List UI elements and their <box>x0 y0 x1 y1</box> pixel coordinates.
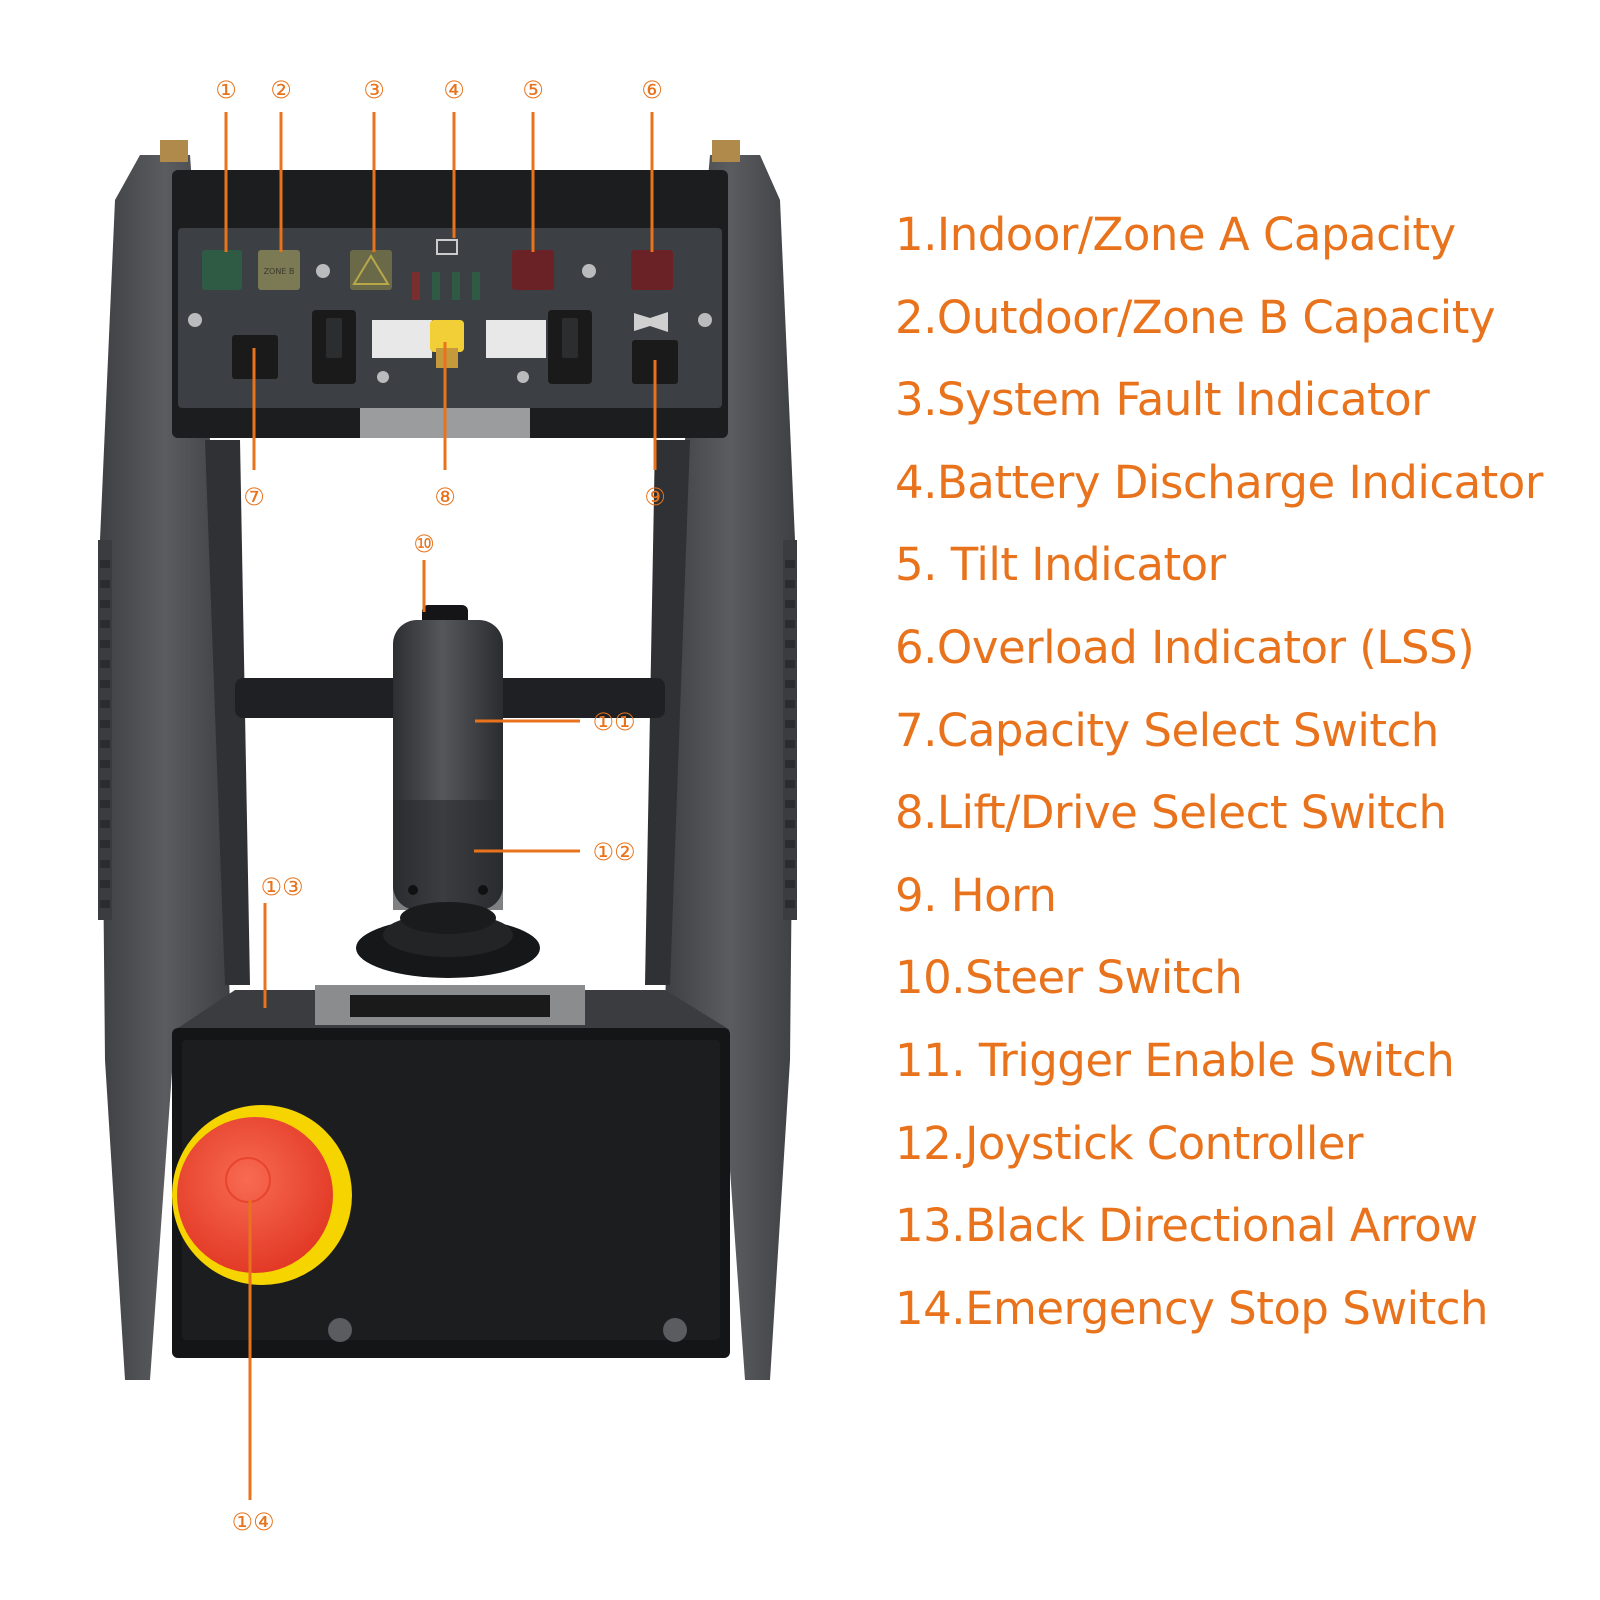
control-box-illustration: ZONE B <box>98 76 797 1536</box>
legend-item-5: 5. Tilt Indicator <box>895 538 1226 592</box>
indoor-zone-a-light <box>202 250 242 290</box>
callout-5: ⑤ <box>522 76 544 104</box>
legend-item-3: 3.System Fault Indicator <box>895 373 1430 427</box>
callout-6: ⑥ <box>641 76 663 104</box>
right-guard <box>665 140 797 1380</box>
control-panel: ZONE B <box>172 170 728 438</box>
callout-2: ② <box>270 76 292 104</box>
callout-12: ①② <box>592 838 635 866</box>
overload-light <box>631 250 673 290</box>
legend-item-1: 1.Indoor/Zone A Capacity <box>895 208 1456 261</box>
system-fault-light <box>350 250 392 290</box>
legend-item-6: 6.Overload Indicator (LSS) <box>895 620 1475 674</box>
legend-item-2: 2.Outdoor/Zone B Capacity <box>895 290 1496 344</box>
callout-4: ④ <box>443 76 465 104</box>
horn-icon <box>634 312 668 332</box>
callout-13: ①③ <box>260 873 303 901</box>
callout-9: ⑨ <box>644 483 666 511</box>
callout-11: ①① <box>592 708 635 736</box>
battery-discharge-indicator <box>412 239 480 300</box>
legend-item-9: 9. Horn <box>895 868 1057 922</box>
callout-8: ⑧ <box>434 483 456 511</box>
callout-14: ①④ <box>231 1508 274 1536</box>
legend-item-10: 10.Steer Switch <box>895 951 1243 1005</box>
left-inner-frame <box>205 440 250 985</box>
legend-item-8: 8.Lift/Drive Select Switch <box>895 786 1447 840</box>
callout-1: ① <box>215 76 237 104</box>
left-guard <box>98 140 230 1380</box>
legend-item-14: 14.Emergency Stop Switch <box>895 1281 1489 1335</box>
legend-list: 1.Indoor/Zone A Capacity 2.Outdoor/Zone … <box>895 207 1543 1363</box>
legend-item-11: 11. Trigger Enable Switch <box>895 1033 1455 1087</box>
callout-lines <box>224 112 657 1500</box>
callout-3: ③ <box>363 76 385 104</box>
outdoor-zone-b-light: ZONE B <box>258 250 300 290</box>
legend-item-12: 12.Joystick Controller <box>895 1116 1364 1170</box>
emergency-stop-switch[interactable] <box>172 1105 352 1285</box>
legend-item-7: 7.Capacity Select Switch <box>895 703 1439 757</box>
tilt-light <box>512 250 554 290</box>
callout-7: ⑦ <box>243 483 265 511</box>
lift-drive-select-switch[interactable] <box>312 310 592 384</box>
legend-item-13: 13.Black Directional Arrow <box>895 1199 1478 1253</box>
svg-text:ZONE B: ZONE B <box>264 267 295 276</box>
legend-item-4: 4.Battery Discharge Indicator <box>895 455 1543 509</box>
right-inner-frame <box>645 440 690 985</box>
callout-10: ⑩ <box>413 530 435 558</box>
joystick-controller[interactable] <box>356 605 540 978</box>
